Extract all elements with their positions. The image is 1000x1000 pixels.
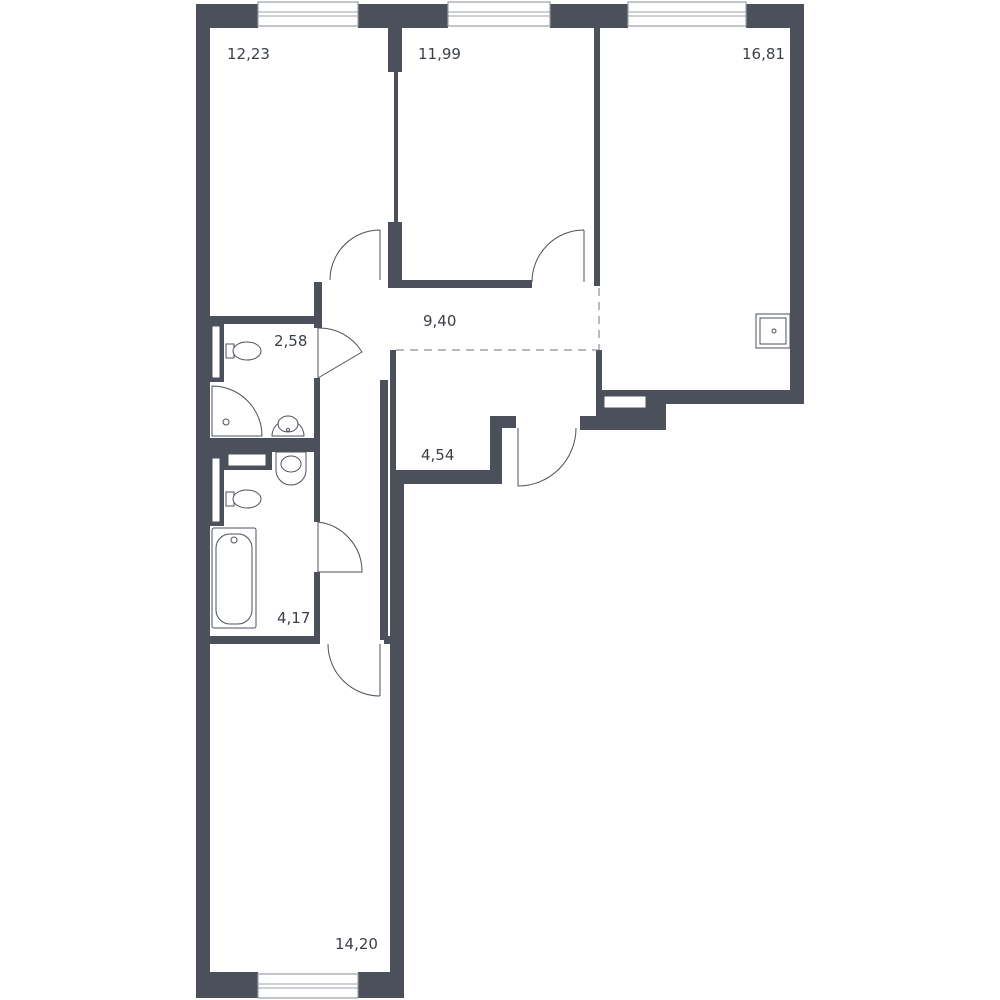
partition-bath-top <box>210 446 320 452</box>
fixtures <box>211 313 791 629</box>
area-label-room-bottom: 14,20 <box>335 935 378 953</box>
duct-wc-inner <box>211 325 221 379</box>
sink-bathroom <box>275 451 307 486</box>
area-labels: 12,23 11,99 16,81 9,40 2,58 4,54 4,17 14… <box>227 45 785 953</box>
partition-hall-right <box>390 350 396 480</box>
zone-dividers <box>396 288 600 351</box>
walls <box>196 4 804 998</box>
partition-wc-bottom <box>210 438 320 446</box>
wall-left <box>196 4 210 998</box>
duct-bath-inner <box>211 457 221 523</box>
doors <box>317 229 585 697</box>
wall-top-mid2-segment <box>550 4 628 28</box>
wall-storage-right <box>490 416 502 484</box>
partition-room2-bottom <box>388 280 532 288</box>
area-label-room-top-right: 16,81 <box>742 45 785 63</box>
door-bathroom <box>317 521 363 573</box>
toilet-bathroom <box>225 489 262 509</box>
area-label-bathroom-lower: 4,17 <box>277 609 310 627</box>
window-room2 <box>447 1 551 27</box>
shower-wc-upper <box>211 385 263 437</box>
area-label-wc-upper: 2,58 <box>274 332 307 350</box>
door-room2 <box>531 229 585 283</box>
partition-room2-room3 <box>594 28 600 286</box>
door-bedroom-bottom <box>327 643 381 697</box>
partition-bath-right-upper <box>314 446 320 522</box>
partition-room1-room2 <box>388 28 402 72</box>
wall-top-mid-segment <box>358 4 448 28</box>
partition-bedroom-bottom-top <box>384 636 404 644</box>
kitchen-sink <box>755 313 791 349</box>
wall-right-bottom <box>664 390 804 404</box>
window-room1 <box>257 1 359 27</box>
window-room3 <box>627 1 747 27</box>
partition-room1-thin <box>394 72 398 222</box>
door-room1 <box>329 229 381 281</box>
wall-storage-bottom <box>390 470 502 484</box>
area-label-room-top-middle: 11,99 <box>418 45 461 63</box>
wall-storage-cap <box>490 416 516 428</box>
partition-bath-bottom <box>210 636 320 644</box>
bathtub <box>211 527 257 629</box>
wall-bottom-left <box>196 972 258 998</box>
wall-notch-horizontal <box>580 416 666 430</box>
door-entrance <box>517 427 577 487</box>
area-label-hallway: 9,40 <box>423 312 456 330</box>
partition-bath-right-lower <box>314 572 320 644</box>
partition-hall-left-lower <box>380 380 388 640</box>
duct-bath-top-inner <box>227 453 267 467</box>
wall-lower-right <box>390 470 404 998</box>
area-label-storage: 4,54 <box>421 446 454 464</box>
toilet-wc-upper <box>225 341 262 361</box>
partition-room3-left-lower <box>596 350 602 416</box>
sink-wc-upper <box>271 415 305 437</box>
window-room-bottom <box>257 973 359 999</box>
area-label-room-top-left: 12,23 <box>227 45 270 63</box>
partition-room1-bottom <box>210 316 318 324</box>
wall-right-upper <box>790 4 804 404</box>
windows <box>257 1 747 999</box>
partition-hall-stub <box>314 282 322 328</box>
partition-room1-room2-lower <box>388 222 402 286</box>
vent-kitchen-inner <box>603 395 647 409</box>
door-wc <box>317 327 363 379</box>
partition-wc-right-upper <box>314 378 320 444</box>
